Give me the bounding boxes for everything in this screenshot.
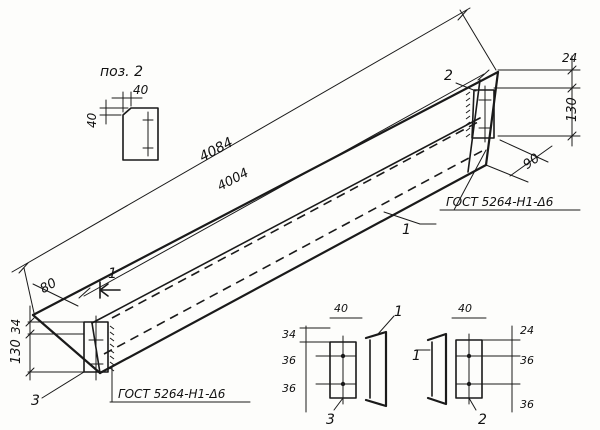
- beam-mark-leader: [383, 211, 421, 225]
- section-b-40: 40: [458, 302, 472, 315]
- left-plate-mark: 3: [31, 393, 40, 409]
- left-plate-weld-hatch: [109, 325, 115, 372]
- dim-4004-tick-left: [78, 287, 91, 299]
- detail-pos2: поз. 2 40 40: [85, 64, 159, 161]
- dim-4004-label: 4004: [215, 166, 251, 195]
- section-a-40: 40: [334, 302, 348, 315]
- weld-right-leader: [453, 149, 487, 211]
- right-tick-3: [567, 131, 577, 141]
- right-tick-1: [567, 65, 577, 75]
- pos2-dim-40-left: 40: [85, 112, 99, 128]
- main-beam: [31, 70, 500, 375]
- left-dim-80: 80: [38, 276, 60, 297]
- beam-inner-line: [91, 117, 481, 324]
- left-dim-130: 130: [9, 339, 24, 364]
- pos2-title: поз. 2: [100, 64, 143, 80]
- right-end-plate: 2: [444, 68, 495, 143]
- left-dim-80-line: [32, 283, 79, 307]
- beam-left-end: [31, 313, 102, 375]
- right-tick-2: [567, 83, 577, 93]
- section-b-24: 24: [520, 324, 534, 337]
- right-ext-90b: [499, 139, 549, 163]
- section-a-channel: [364, 330, 388, 408]
- dim-4084-tick-left: [18, 262, 29, 274]
- right-dim-90: 90: [521, 151, 543, 173]
- section-a-leader-1: [377, 315, 395, 335]
- dim-4084-ext-right: [459, 9, 497, 71]
- section-arrow-icon: [99, 283, 121, 297]
- pos2-plate: [122, 107, 159, 161]
- right-dims: 24 130 90: [485, 51, 581, 183]
- beam-bottom-line: [98, 163, 488, 375]
- right-dim-24: 24: [562, 51, 577, 65]
- pos2-dim-40-top: 40: [133, 83, 149, 97]
- beam-mark-label: 1: [402, 222, 411, 238]
- beam-hidden-line-top: [111, 121, 479, 319]
- dim-4084-ext-left: [23, 267, 35, 314]
- dim-4084: 4084: [11, 7, 497, 314]
- weld-note-left: ГОСТ 5264-Н1-Δ6: [109, 365, 251, 403]
- section-a-mark3: 3: [326, 412, 335, 428]
- right-dim-90-line: [509, 145, 553, 177]
- section-b: 24 36 36 40 1 2: [412, 302, 534, 428]
- left-tick-1: [25, 317, 35, 327]
- beam-hidden-line-bottom: [103, 150, 483, 355]
- right-plate-weld-hatch: [465, 91, 471, 138]
- right-dim-130: 130: [565, 97, 580, 122]
- left-tick-2: [25, 329, 35, 339]
- dim-4084-line: [11, 7, 471, 273]
- section-b-36b: 36: [520, 398, 534, 411]
- section-b-leader-2: [468, 397, 477, 411]
- section-a-leader-3: [333, 397, 344, 411]
- section-a-36a: 36: [282, 354, 296, 367]
- section-a: 34 36 36 40 1 3: [282, 302, 403, 428]
- beam-top-line: [31, 70, 500, 317]
- beam-mark: 1: [383, 211, 437, 238]
- left-dim-34: 34: [9, 319, 23, 334]
- section-b-mark1: 1: [412, 348, 421, 364]
- section-a-34: 34: [282, 328, 296, 341]
- dim-4084-label: 4084: [197, 135, 236, 166]
- weld-right-text: ГОСТ 5264-Н1-Δ6: [446, 195, 554, 209]
- weld-note-right: ГОСТ 5264-Н1-Δ6: [439, 149, 581, 211]
- right-plate-outline: [471, 89, 495, 139]
- dim-4004-tick-right: [477, 69, 490, 81]
- beam-right-inner-end: [467, 79, 481, 173]
- section-b-channel: [426, 332, 448, 406]
- beam-right-end: [484, 70, 500, 167]
- dim-4004-line: [83, 73, 485, 297]
- section-arrow-mark: 1: [108, 266, 117, 282]
- section-a-mark1: 1: [394, 304, 403, 320]
- section-a-36b: 36: [282, 382, 296, 395]
- left-tick-3: [25, 367, 35, 377]
- left-end-plate: 3: [31, 315, 115, 409]
- left-plate-leader: [41, 371, 85, 399]
- right-plate-mark: 2: [444, 68, 453, 84]
- left-dims: 34 130 80 1: [9, 266, 121, 381]
- section-b-36a: 36: [520, 354, 534, 367]
- right-plate-leader: [455, 82, 477, 92]
- right-ext-90a: [485, 164, 529, 183]
- left-plate-outline: [83, 321, 109, 373]
- weld-left-text: ГОСТ 5264-Н1-Δ6: [118, 387, 226, 401]
- dim-4084-tick-right: [457, 9, 468, 21]
- section-b-mark2: 2: [478, 412, 487, 428]
